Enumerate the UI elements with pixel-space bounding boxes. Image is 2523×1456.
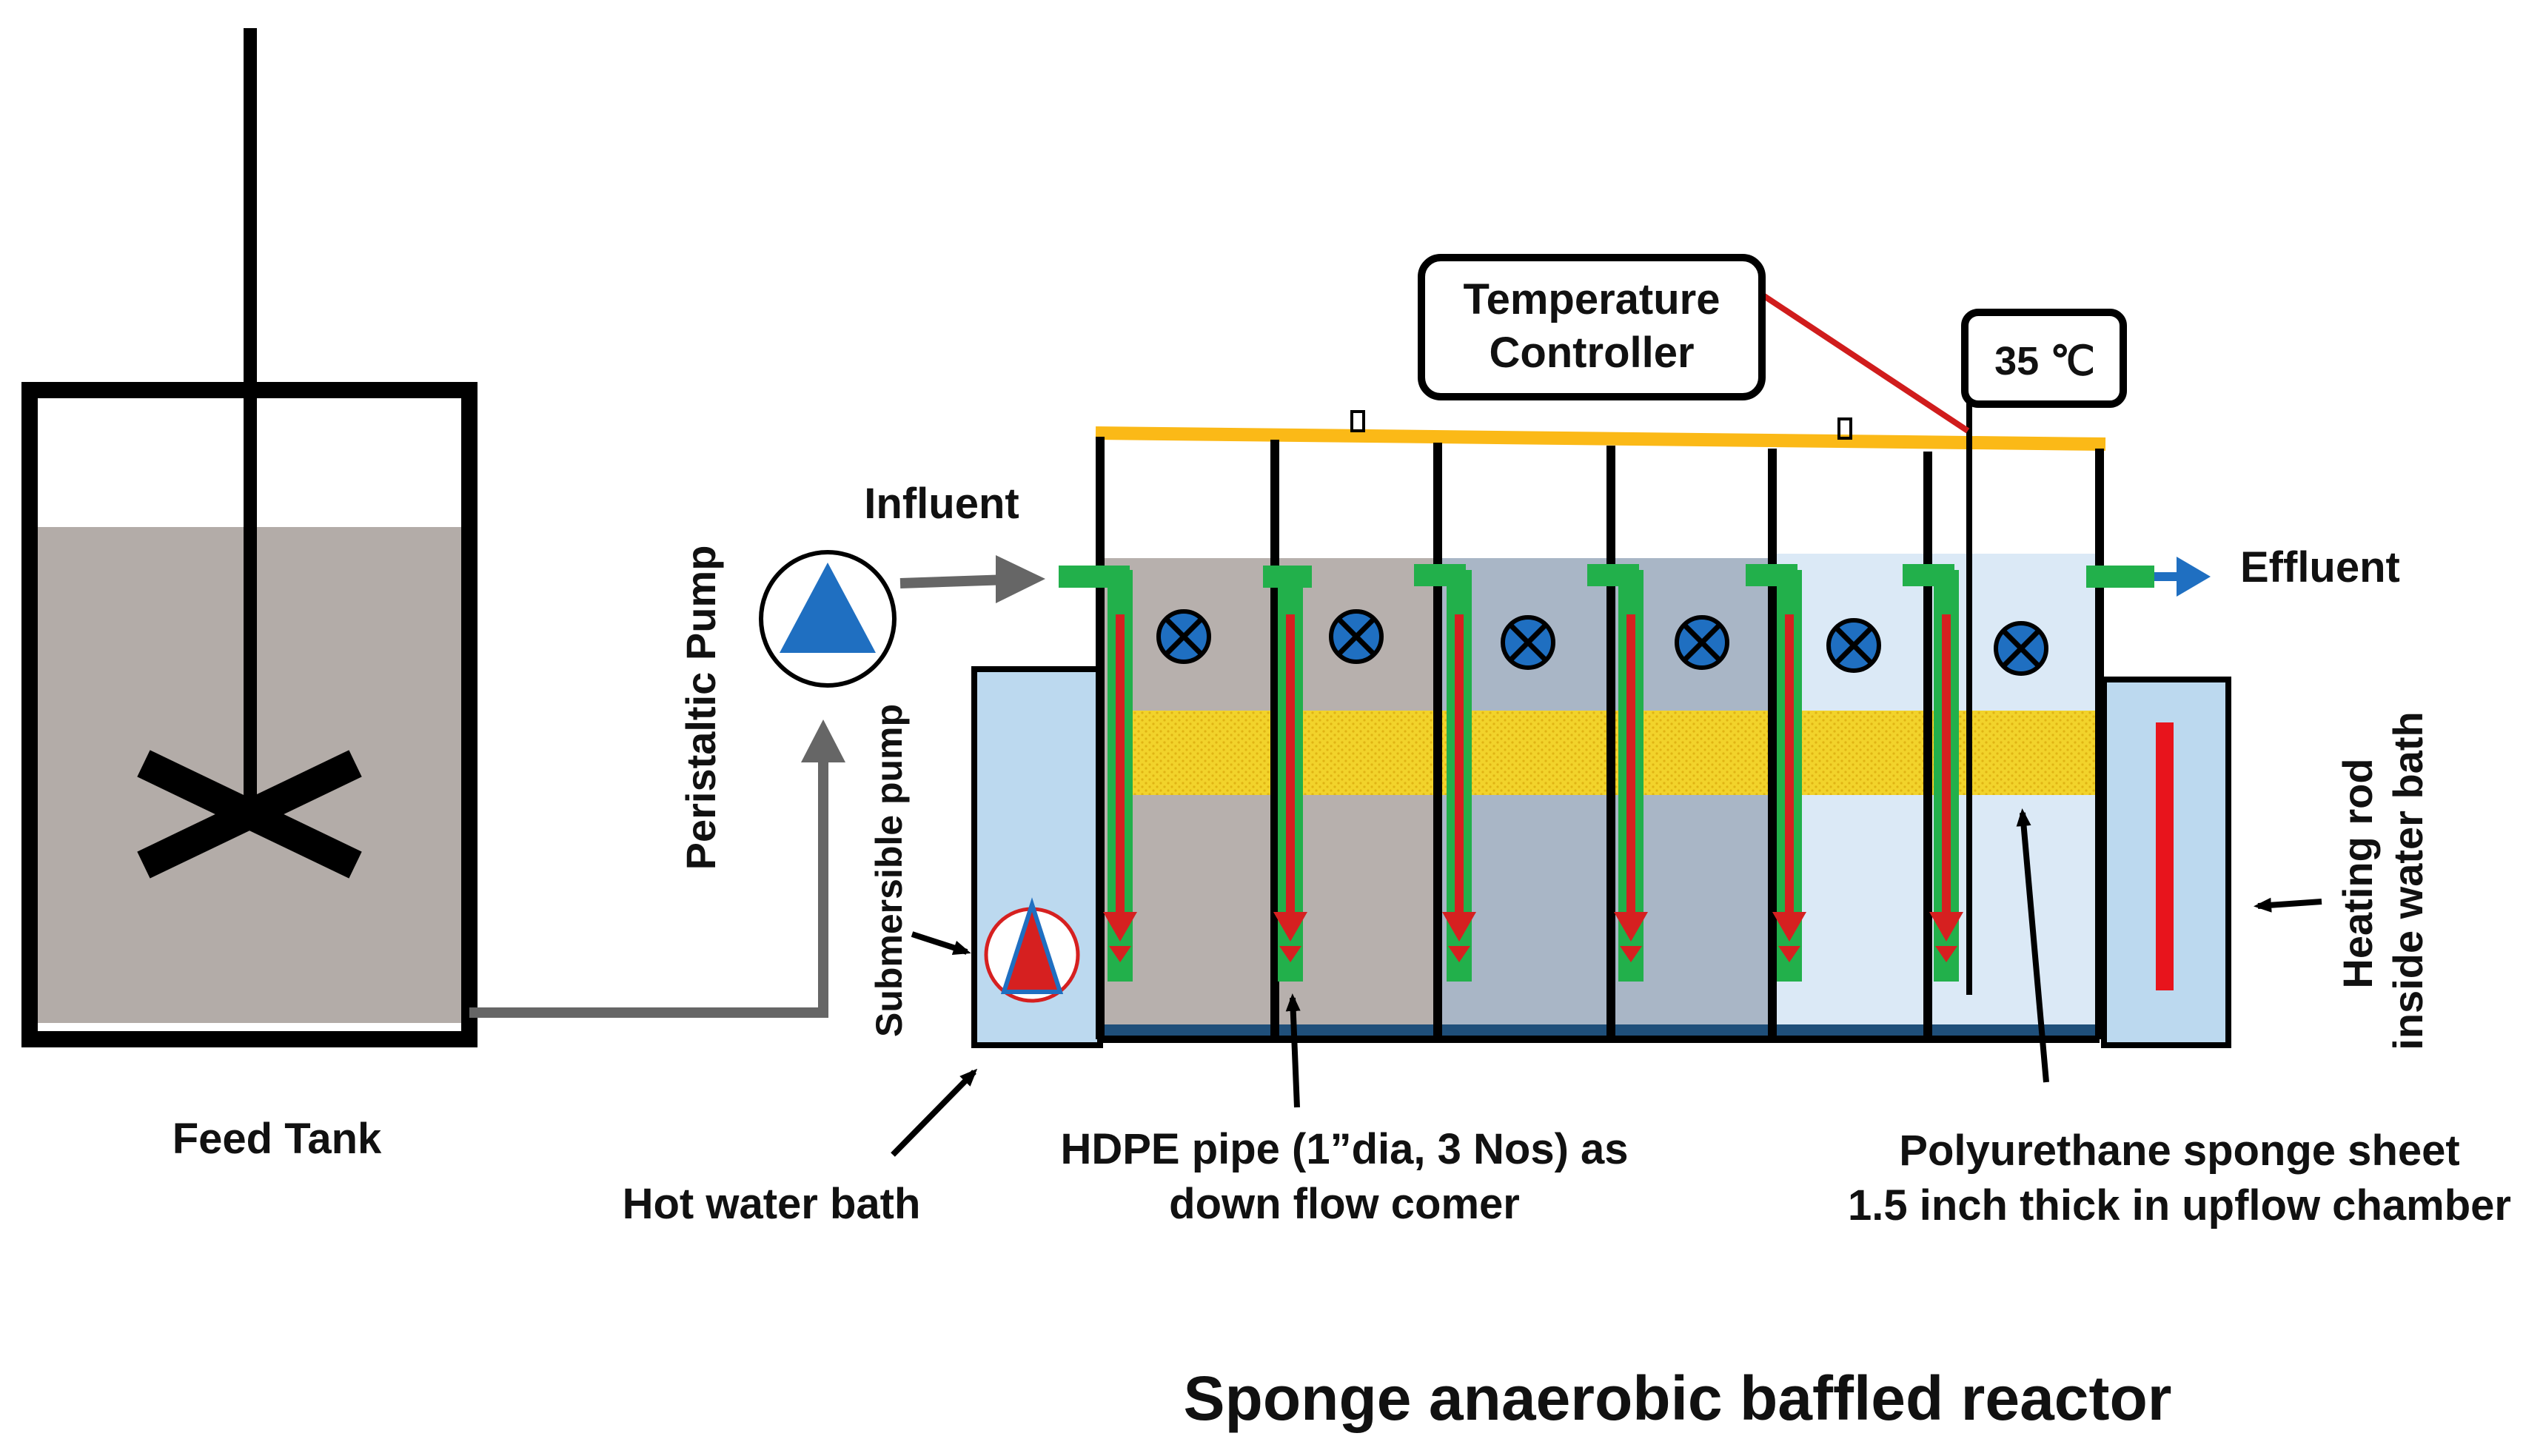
triangle-pump-icon	[1000, 897, 1064, 994]
hdpe-pipes	[1059, 564, 1963, 982]
influent-label: Influent	[864, 480, 1019, 528]
impeller-icon	[137, 750, 362, 879]
submersible-pump-label: Submersible pump	[868, 704, 910, 1037]
hot-water-bath-label: Hot water bath	[623, 1180, 921, 1228]
submersible-pump	[984, 897, 1080, 1003]
hdpe-pipe-pointer	[1285, 993, 1301, 1108]
downcomer-pipe	[1263, 566, 1312, 982]
crossed-circle-icon	[1675, 615, 1729, 670]
crossed-circle-icon	[1994, 621, 2048, 676]
heating-rod	[2156, 722, 2174, 990]
hdpe-pipe-label-line2: down flow comer	[1169, 1180, 1520, 1228]
feed-tank-label: Feed Tank	[172, 1115, 382, 1163]
sponge-label-line1: Polyurethane sponge sheet	[1899, 1127, 2459, 1175]
top-bar	[1095, 426, 2106, 451]
downcomer-pipe	[1903, 564, 1963, 982]
temperature-controller	[1418, 254, 1766, 400]
downcomer-pipe	[1587, 564, 1648, 982]
peristaltic-pump	[759, 550, 897, 688]
heating-rod-label-line1: Heating rod	[2334, 758, 2381, 988]
triangle-pump-icon	[780, 563, 876, 653]
crossed-circle-icon	[1156, 609, 1211, 664]
sponge-label-line2: 1.5 inch thick in upflow chamber	[1848, 1181, 2511, 1229]
feed-line	[469, 744, 828, 1018]
effluent-label: Effluent	[2240, 543, 2400, 591]
feed-tank	[21, 28, 478, 1047]
controller-wire	[1760, 292, 1970, 434]
heating-rod-label-line2: inside water bath	[2385, 711, 2431, 1050]
crossed-circle-icon	[1826, 618, 1881, 673]
hot-water-bath-pointer	[891, 1068, 978, 1157]
temperature-controller-line1: Temperature	[1463, 275, 1720, 323]
influent-arrow	[899, 574, 1009, 588]
crossed-circle-icon	[1329, 609, 1384, 664]
influent-arrowhead	[996, 555, 1045, 603]
peristaltic-pump-label: Peristaltic Pump	[677, 546, 724, 870]
heating-rod-pointer	[2254, 897, 2322, 913]
feed-line-arrowhead	[801, 719, 845, 762]
crossed-circle-icon	[1501, 615, 1555, 670]
downcomer-pipe	[1059, 566, 1137, 982]
temperature-display	[1961, 309, 2127, 408]
baffle-walls	[1096, 437, 2104, 1039]
top-bar-tab-1	[1350, 410, 1365, 432]
temperature-readout: 35 ℃	[1994, 339, 2095, 383]
chamber-floor-strip	[1100, 1024, 2100, 1036]
downcomer-pipe	[1746, 564, 1806, 982]
sponge-pointer	[2016, 808, 2049, 1083]
top-bar-tab-2	[1837, 417, 1852, 440]
temperature-controller-line2: Controller	[1489, 329, 1694, 377]
downcomer-pipe	[1414, 564, 1476, 982]
diagram-title: Sponge anaerobic baffled reactor	[1184, 1363, 2172, 1433]
hdpe-pipe-label-line1: HDPE pipe (1”dia, 3 Nos) as	[1060, 1125, 1628, 1173]
effluent-arrowhead	[2177, 557, 2211, 597]
effluent-outlet	[2086, 566, 2154, 588]
chamber-markers	[1156, 609, 2048, 676]
submersible-pump-pointer	[911, 931, 971, 955]
